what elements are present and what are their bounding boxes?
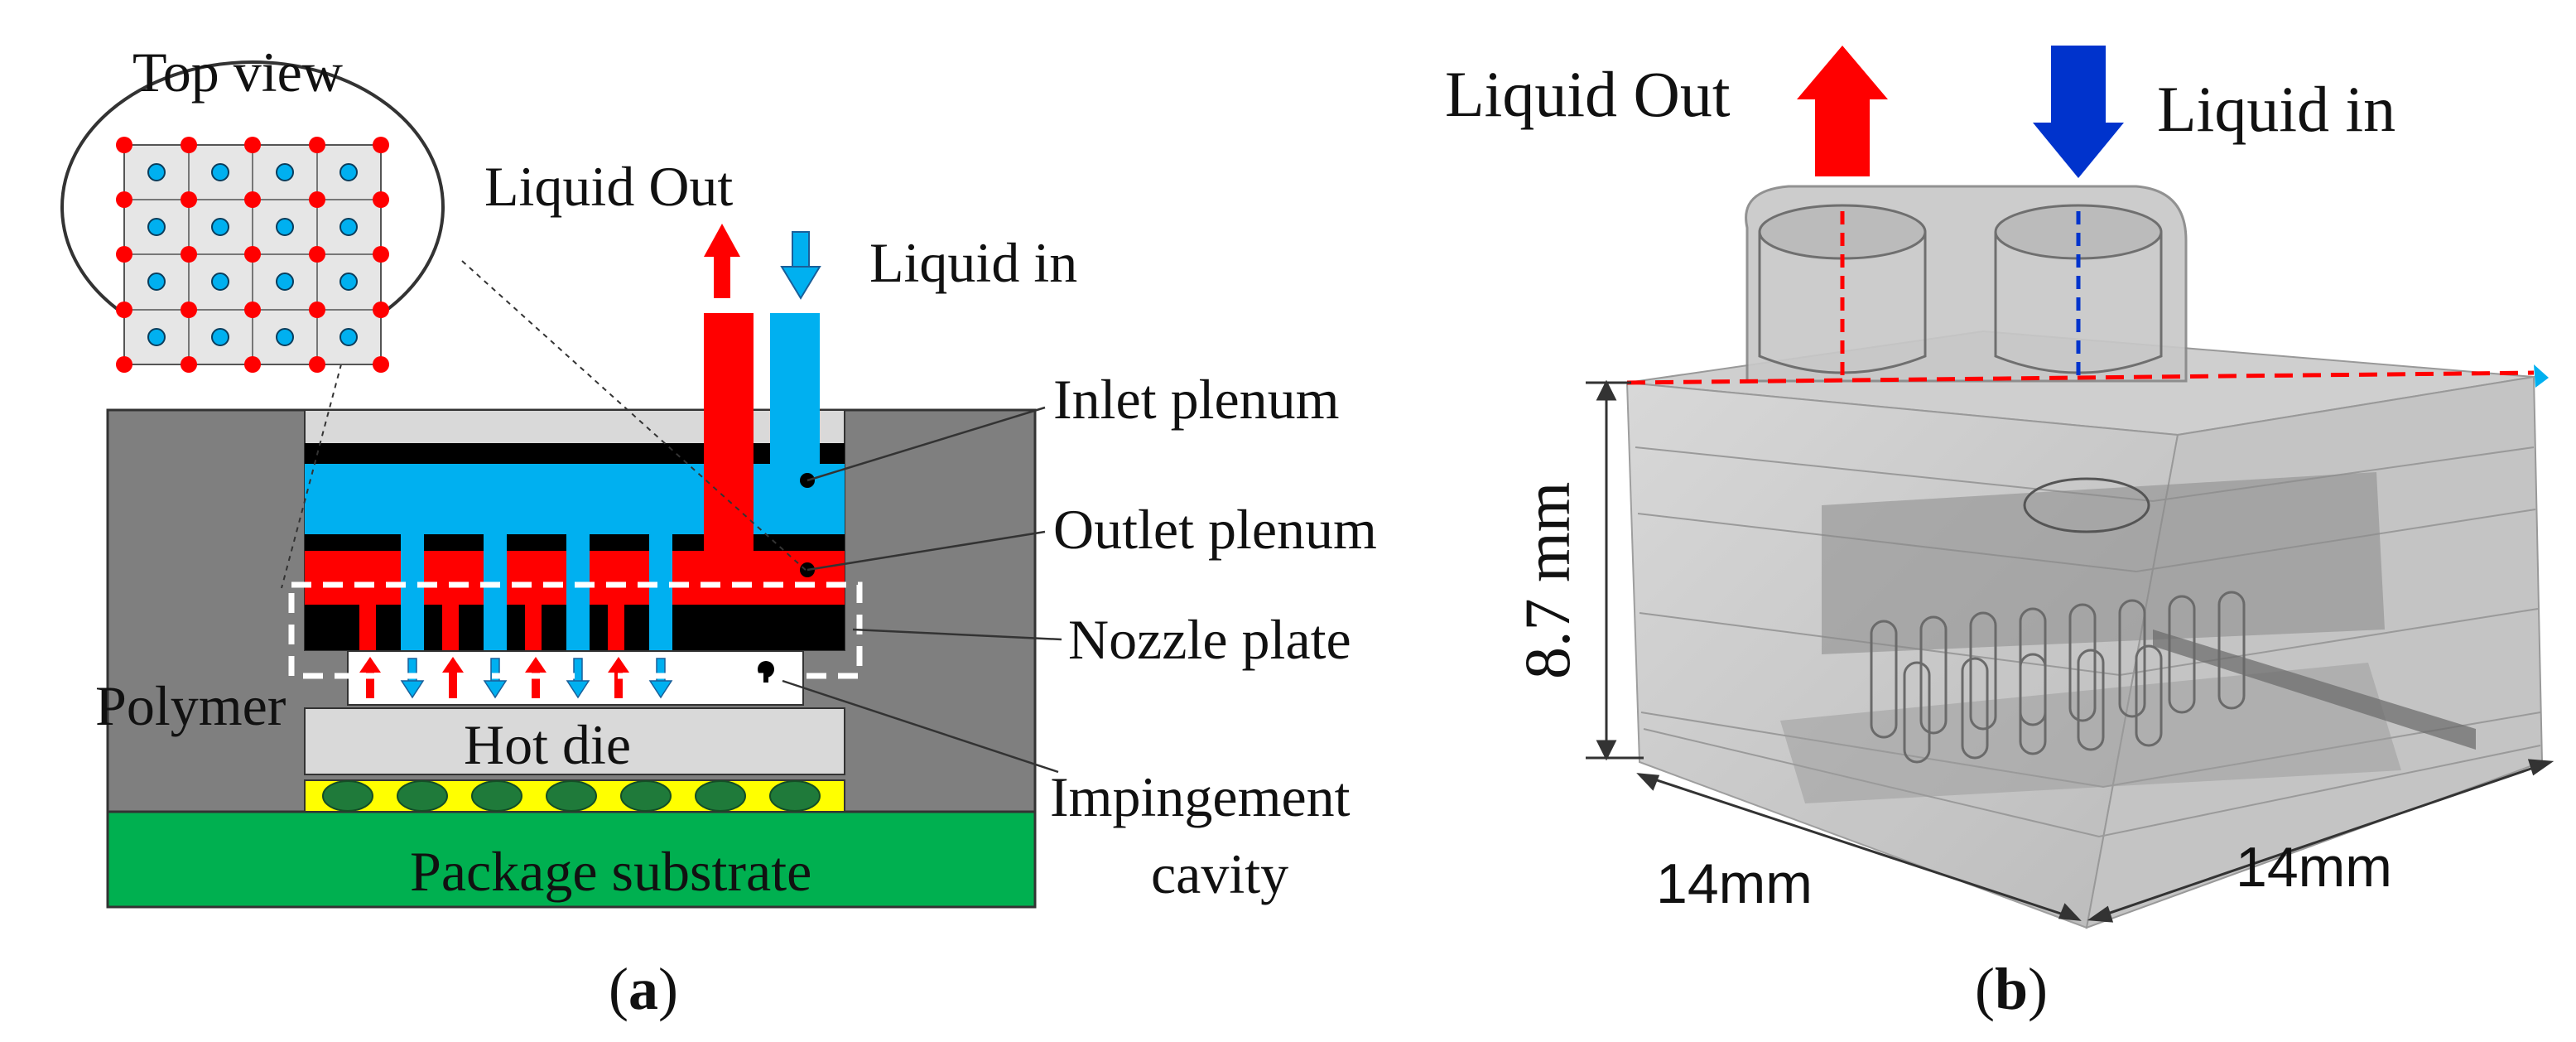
top-view-outlet-dots [116, 137, 389, 373]
inlet-plenum [305, 464, 845, 534]
package-substrate [106, 810, 1037, 909]
height-label: 8.7 mm [1511, 482, 1583, 679]
liquid-in-label-b: Liquid in [2157, 73, 2395, 145]
package-substrate-label: Package substrate [410, 840, 811, 903]
top-corner-tick [2534, 364, 2549, 388]
outlet-pipe [704, 313, 754, 605]
impingement-label-line2: cavity [1151, 842, 1288, 905]
cavity-flow-arrows [359, 657, 774, 699]
top-view-inset [60, 60, 808, 589]
solder-bumps [322, 780, 821, 812]
hot-die [304, 707, 845, 775]
internal-base [1780, 663, 2401, 803]
width-left-dimension [1636, 773, 2082, 921]
polymer-label: Polymer [95, 674, 286, 737]
caption-b: (b) [1975, 956, 2048, 1022]
panel-a-cross-section: Top view Liquid Out Liquid in Inlet plen… [60, 41, 1377, 1022]
top-surface-dashed-guide [1626, 370, 2535, 385]
panel-b-3d-model: Liquid Out Liquid in 8.7 mm 14mm 14mm (b… [1445, 46, 2554, 1022]
inlet-pipe [770, 313, 820, 470]
hot-die-label: Hot die [464, 713, 631, 776]
leader-lines [782, 406, 1062, 774]
liquid-in-arrow [780, 231, 821, 300]
impingement-label-line1: Impingement [1050, 765, 1351, 828]
outlet-plenum-label: Outlet plenum [1053, 498, 1377, 561]
liquid-out-label-a: Liquid Out [484, 155, 733, 218]
top-view-inlet-dots [147, 163, 358, 346]
inlet-plenum-label: Inlet plenum [1053, 368, 1340, 431]
liquid-in-label-a: Liquid in [869, 231, 1077, 294]
side-rail [2153, 630, 2476, 750]
top-view-label: Top view [132, 41, 343, 104]
width-right-dimension [2087, 759, 2554, 923]
liquid-out-arrow-b [1797, 46, 1888, 176]
liquid-out-arrow [704, 224, 740, 298]
manifold-ports [1758, 204, 2163, 374]
liquid-out-label-b: Liquid Out [1445, 58, 1731, 130]
outlet-ports [359, 601, 624, 652]
height-dimension [1586, 379, 1644, 761]
inner-hole [2023, 477, 2150, 533]
width-left-label: 14mm [1656, 852, 1813, 915]
inlet-nozzles [401, 530, 672, 654]
width-right-label: 14mm [2236, 836, 2392, 899]
caption-a: (a) [609, 956, 678, 1022]
liquid-in-arrow-b [2033, 46, 2124, 178]
nozzle-plate-label: Nozzle plate [1068, 608, 1351, 671]
top-black-layer [305, 443, 845, 464]
